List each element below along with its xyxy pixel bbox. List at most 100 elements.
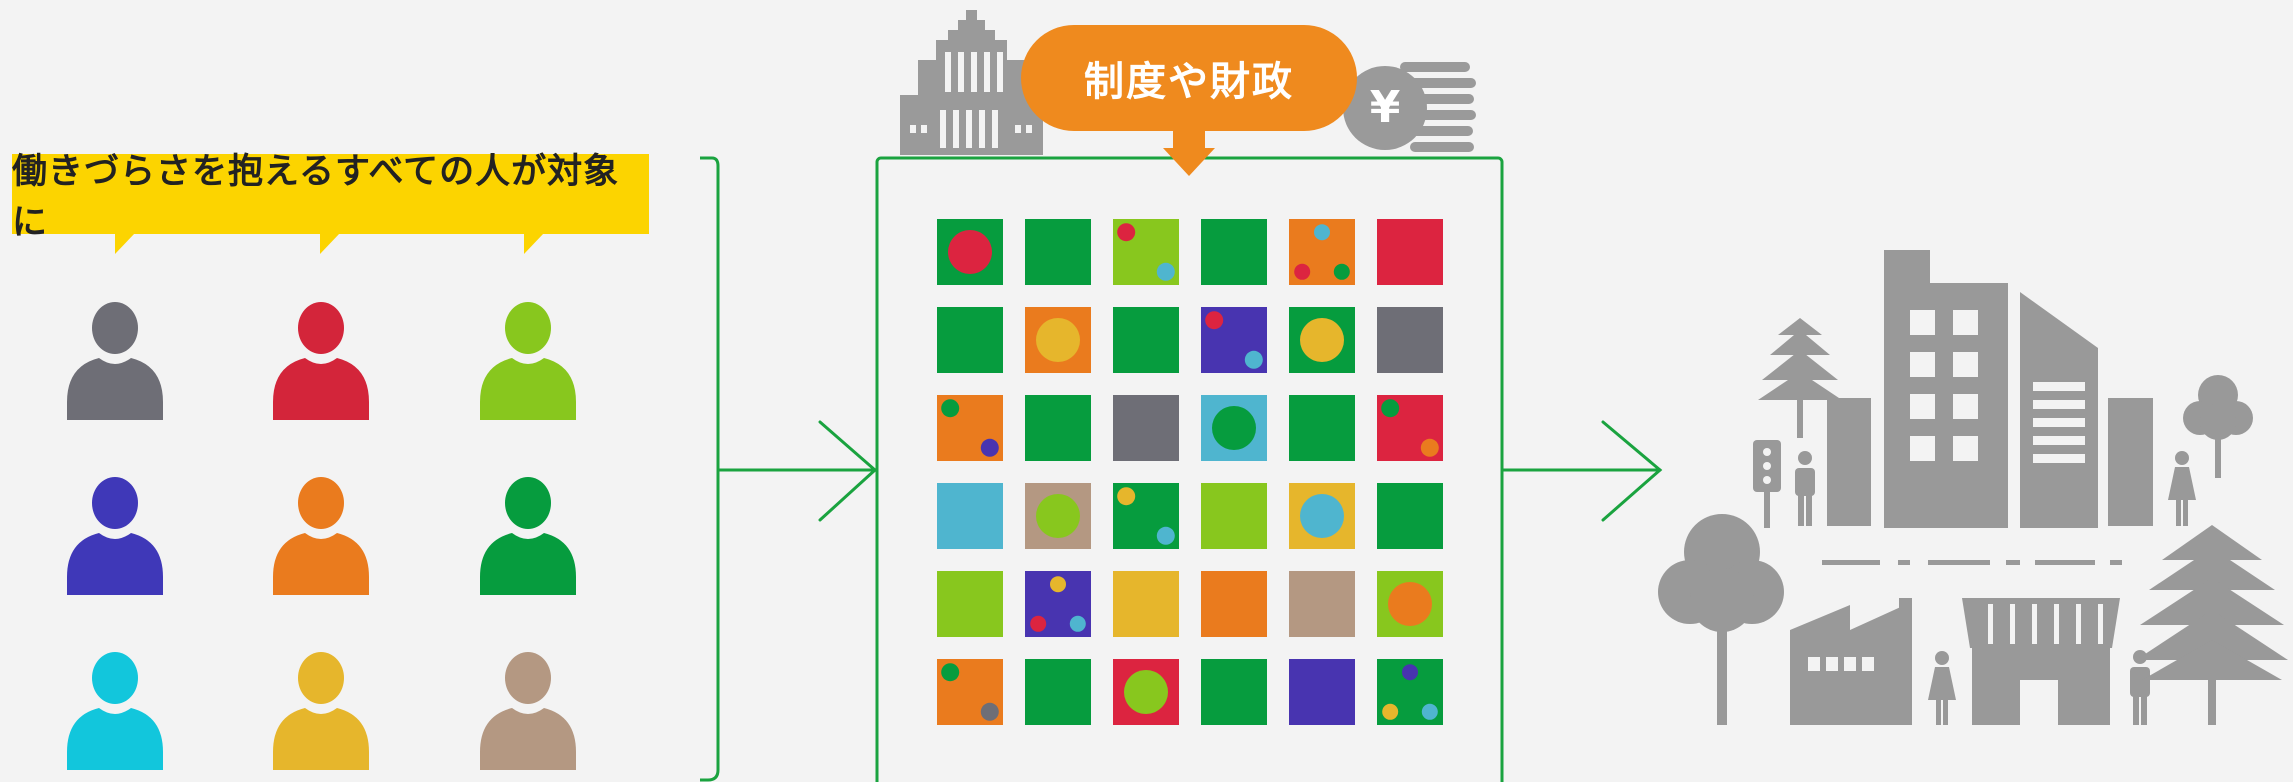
callout-text: 働きづらさを抱えるすべての人が対象に bbox=[12, 152, 620, 243]
grid-tile bbox=[937, 219, 1003, 285]
grid-tile bbox=[1201, 219, 1267, 285]
target-callout: 働きづらさを抱えるすべての人が対象に bbox=[12, 152, 649, 243]
grid-tile bbox=[1113, 307, 1179, 373]
grid-tile bbox=[937, 483, 1003, 549]
grid-tile bbox=[937, 659, 1003, 725]
tile-dot bbox=[1402, 664, 1418, 681]
large-pine-tree-icon bbox=[2136, 525, 2288, 725]
person-icon bbox=[273, 652, 369, 770]
grid-tile bbox=[1025, 395, 1091, 461]
person-icon bbox=[480, 652, 576, 770]
shop-icon bbox=[1962, 598, 2120, 725]
tile-dot bbox=[1300, 318, 1344, 362]
tile-dot bbox=[1030, 615, 1047, 632]
person-icon bbox=[480, 302, 576, 420]
person-icon bbox=[67, 302, 163, 420]
tile-dot bbox=[1294, 263, 1311, 280]
grid-tile bbox=[1289, 219, 1355, 285]
policy-label: 制度や財政 bbox=[1084, 59, 1294, 105]
grid-tile bbox=[1377, 219, 1443, 285]
tile-dot bbox=[1124, 670, 1168, 714]
grid-tile bbox=[1113, 571, 1179, 637]
grid-tile bbox=[1377, 395, 1443, 461]
office-buildings-icon bbox=[1827, 250, 2153, 528]
tile-dot bbox=[948, 230, 992, 274]
parliament-building-icon bbox=[900, 10, 1043, 155]
tile-dot bbox=[1156, 262, 1175, 281]
tile-dot bbox=[1382, 703, 1399, 720]
grid-tile bbox=[1377, 659, 1443, 725]
grid-tile bbox=[1113, 659, 1179, 725]
yen-symbol: ¥ bbox=[1369, 82, 1401, 133]
people-group bbox=[67, 302, 576, 770]
tile-dot bbox=[941, 663, 960, 682]
tile-dot bbox=[1117, 223, 1136, 242]
tile-dot bbox=[1050, 576, 1066, 593]
grid-tile bbox=[1025, 219, 1091, 285]
grid-tile bbox=[1377, 307, 1443, 373]
city-scene bbox=[1658, 250, 2288, 725]
tile-dot bbox=[1156, 526, 1175, 545]
man-icon bbox=[1795, 451, 1815, 526]
man-pedestrian-icon bbox=[2130, 650, 2150, 725]
grid-tile bbox=[937, 307, 1003, 373]
person-icon bbox=[273, 302, 369, 420]
tile-dot bbox=[1244, 350, 1263, 369]
callout-pointers bbox=[115, 233, 544, 254]
grid-tile bbox=[1201, 395, 1267, 461]
grid-tile bbox=[1289, 483, 1355, 549]
traffic-light-icon bbox=[1753, 440, 1781, 528]
grid-tile bbox=[937, 395, 1003, 461]
policy-finance-bubble: 制度や財政 bbox=[1021, 25, 1357, 131]
grid-tile bbox=[937, 571, 1003, 637]
person-icon bbox=[273, 477, 369, 595]
arrow-to-city bbox=[1500, 420, 1663, 522]
tile-dot bbox=[1300, 494, 1344, 538]
person-icon bbox=[67, 477, 163, 595]
grid-tile bbox=[1113, 395, 1179, 461]
tile-dot bbox=[980, 702, 999, 721]
tile-dot bbox=[1205, 311, 1224, 330]
tile-dot bbox=[1036, 318, 1080, 362]
arrow-to-center bbox=[716, 420, 878, 522]
tile-dot bbox=[1314, 224, 1330, 241]
road-dashes bbox=[1822, 560, 2122, 565]
grid-tile bbox=[1377, 571, 1443, 637]
round-tree-icon bbox=[2183, 375, 2253, 478]
tile-dot bbox=[1333, 263, 1350, 280]
tile-dot bbox=[941, 399, 960, 418]
large-tree-icon bbox=[1658, 514, 1784, 725]
grid-tile bbox=[1025, 571, 1091, 637]
person-icon bbox=[480, 477, 576, 595]
grid-tile bbox=[1289, 659, 1355, 725]
tile-dot bbox=[1212, 406, 1256, 450]
tile-dot bbox=[1421, 703, 1438, 720]
person-icon bbox=[67, 652, 163, 770]
grid-tile bbox=[1113, 219, 1179, 285]
policy-arrow bbox=[1163, 128, 1215, 176]
grid-tile bbox=[1025, 659, 1091, 725]
tile-dot bbox=[1388, 582, 1432, 626]
grid-tile bbox=[1201, 307, 1267, 373]
tile-dot bbox=[1381, 399, 1400, 418]
woman-icon bbox=[2168, 451, 2196, 526]
grid-tile bbox=[1113, 483, 1179, 549]
tile-dot bbox=[1420, 438, 1439, 457]
grid-tile bbox=[1025, 483, 1091, 549]
grid-tile bbox=[1289, 307, 1355, 373]
factory-icon bbox=[1790, 598, 1912, 725]
grid-tile bbox=[1377, 483, 1443, 549]
woman-pedestrian-icon bbox=[1928, 651, 1956, 725]
tile-dot bbox=[1117, 487, 1136, 506]
grid-tile bbox=[1201, 483, 1267, 549]
coins-icon bbox=[1343, 62, 1476, 152]
grid-tile bbox=[1201, 659, 1267, 725]
tile-dot bbox=[980, 438, 999, 457]
grid-tile bbox=[1289, 571, 1355, 637]
tile-dot bbox=[1069, 615, 1086, 632]
tile-grid bbox=[937, 219, 1443, 725]
pine-tree-icon bbox=[1758, 318, 1842, 438]
grid-tile bbox=[1201, 571, 1267, 637]
grid-tile bbox=[1289, 395, 1355, 461]
